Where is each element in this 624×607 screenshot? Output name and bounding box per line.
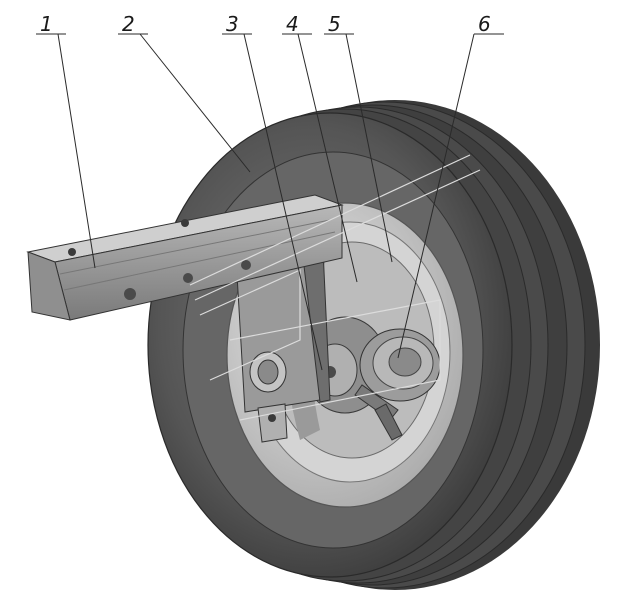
callout-3: 3: [226, 12, 239, 36]
callout-2: 2: [122, 12, 135, 36]
square-beam: [26, 194, 344, 321]
callout-4: 4: [286, 12, 299, 36]
callout-5: 5: [328, 12, 341, 36]
callout-6: 6: [478, 12, 491, 36]
leader-lines: [36, 33, 504, 371]
outline-strokes: [189, 154, 481, 421]
callout-labels: 1 2 3 4 5 6: [40, 12, 491, 36]
callout-1: 1: [40, 12, 53, 36]
